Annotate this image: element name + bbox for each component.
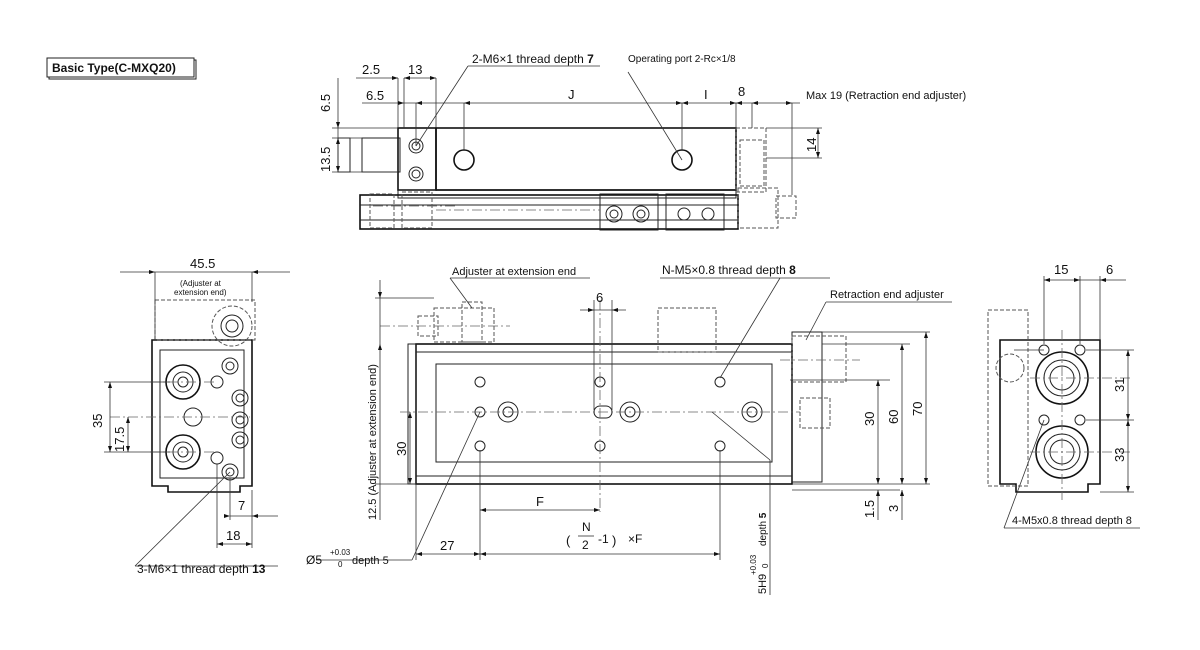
- dim-18: 18: [226, 528, 240, 543]
- svg-text:3-M6×1 thread depth 13: 3-M6×1 thread depth 13: [137, 562, 266, 576]
- dim-6-slot: 6: [596, 290, 603, 305]
- callout-bore-tol-plus: +0.03: [330, 548, 351, 557]
- right-side-view: 15 6 31 33 4-M5x0.8 thread depth 8: [987, 262, 1140, 529]
- svg-text:2-M6×1 thread depth 7: 2-M6×1 thread depth 7: [472, 52, 594, 66]
- dim-33: 33: [1112, 448, 1127, 462]
- dim-30-left: 30: [394, 442, 409, 456]
- dim-3: 3: [886, 505, 901, 512]
- dim-12-5-adjuster: 12.5 (Adjuster at extension end): [367, 364, 379, 520]
- dim-60: 60: [886, 410, 901, 424]
- left-side-view: 45.5 (Adjuster at extension end) 35 17.5…: [90, 256, 290, 576]
- dim-1-5: 1.5: [862, 500, 877, 518]
- title-block: Basic Type(C-MXQ20): [46, 57, 197, 80]
- drawing-title: Basic Type(C-MXQ20): [52, 61, 176, 75]
- dim-14: 14: [804, 138, 819, 152]
- callout-left-m6-depth: 13: [252, 562, 266, 576]
- formula-xF: ×F: [628, 532, 642, 546]
- dim-27: 27: [440, 538, 454, 553]
- callout-top-m6-depth: 7: [587, 52, 594, 66]
- dim-8: 8: [738, 84, 745, 99]
- dim-45-5: 45.5: [190, 256, 215, 271]
- formula-N: N: [582, 520, 591, 534]
- dim-30-right: 30: [862, 412, 877, 426]
- callout-retraction-adjuster: Retraction end adjuster: [830, 289, 944, 301]
- callout-right-m5: 4-M5x0.8 thread depth 8: [1012, 515, 1132, 527]
- callout-slot-tol-plus: +0.03: [749, 554, 758, 575]
- svg-text:5H9: 5H9: [757, 574, 769, 594]
- dim-70: 70: [910, 402, 925, 416]
- callout-bore-depth: depth 5: [352, 555, 389, 567]
- callout-nm5-depth: 8: [789, 263, 796, 277]
- dim-15: 15: [1054, 262, 1068, 277]
- dim-7: 7: [238, 498, 245, 513]
- callout-slot: 5H9: [757, 574, 769, 594]
- callout-bore: Ø5: [306, 553, 322, 567]
- callout-slot-depth: depth: [758, 518, 769, 546]
- dim-2-5: 2.5: [362, 62, 380, 77]
- callout-adjuster-extension: Adjuster at extension end: [452, 266, 576, 278]
- callout-bore-tol-zero: 0: [338, 560, 343, 569]
- front-view: 6 12.5 (Adjuster at extension end) 30 30…: [306, 263, 952, 595]
- callout-top-m6: 2-M6×1 thread depth: [472, 52, 587, 66]
- svg-text:depth 5: depth 5: [758, 512, 769, 546]
- dim-17-5: 17.5: [112, 427, 127, 452]
- top-view: 2.5 13 6.5 J I 8 Max 19 (Retraction end …: [318, 52, 966, 231]
- callout-max-19: Max 19 (Retraction end adjuster): [806, 90, 966, 102]
- dim-6-5-horizontal: 6.5: [366, 88, 384, 103]
- svg-text:N-M5×0.8 thread depth 8: N-M5×0.8 thread depth 8: [662, 263, 796, 277]
- callout-left-m6: 3-M6×1 thread depth: [137, 562, 252, 576]
- callout-operating-port: Operating port 2-Rc×1/8: [628, 54, 736, 65]
- note-adjuster-line2: extension end): [174, 288, 227, 297]
- svg-text:): ): [612, 533, 616, 548]
- formula-2: 2: [582, 538, 589, 552]
- dim-13-5: 13.5: [318, 147, 333, 172]
- dim-I: I: [704, 87, 708, 102]
- dim-6-5-vertical: 6.5: [318, 94, 333, 112]
- dim-F: F: [536, 494, 544, 509]
- callout-slot-depth-value: 5: [758, 512, 769, 518]
- dim-6-right: 6: [1106, 262, 1113, 277]
- callout-slot-tol-zero: 0: [761, 563, 770, 568]
- formula-minus-1: -1: [598, 532, 609, 546]
- dim-35: 35: [90, 414, 105, 428]
- dim-J: J: [568, 87, 575, 102]
- callout-nm5: N-M5×0.8 thread depth: [662, 263, 789, 277]
- dim-13: 13: [408, 62, 422, 77]
- svg-text:Ø5: Ø5: [306, 553, 322, 567]
- note-adjuster-line1: (Adjuster at: [180, 279, 222, 288]
- svg-text:(: (: [566, 533, 571, 548]
- dim-31: 31: [1112, 378, 1127, 392]
